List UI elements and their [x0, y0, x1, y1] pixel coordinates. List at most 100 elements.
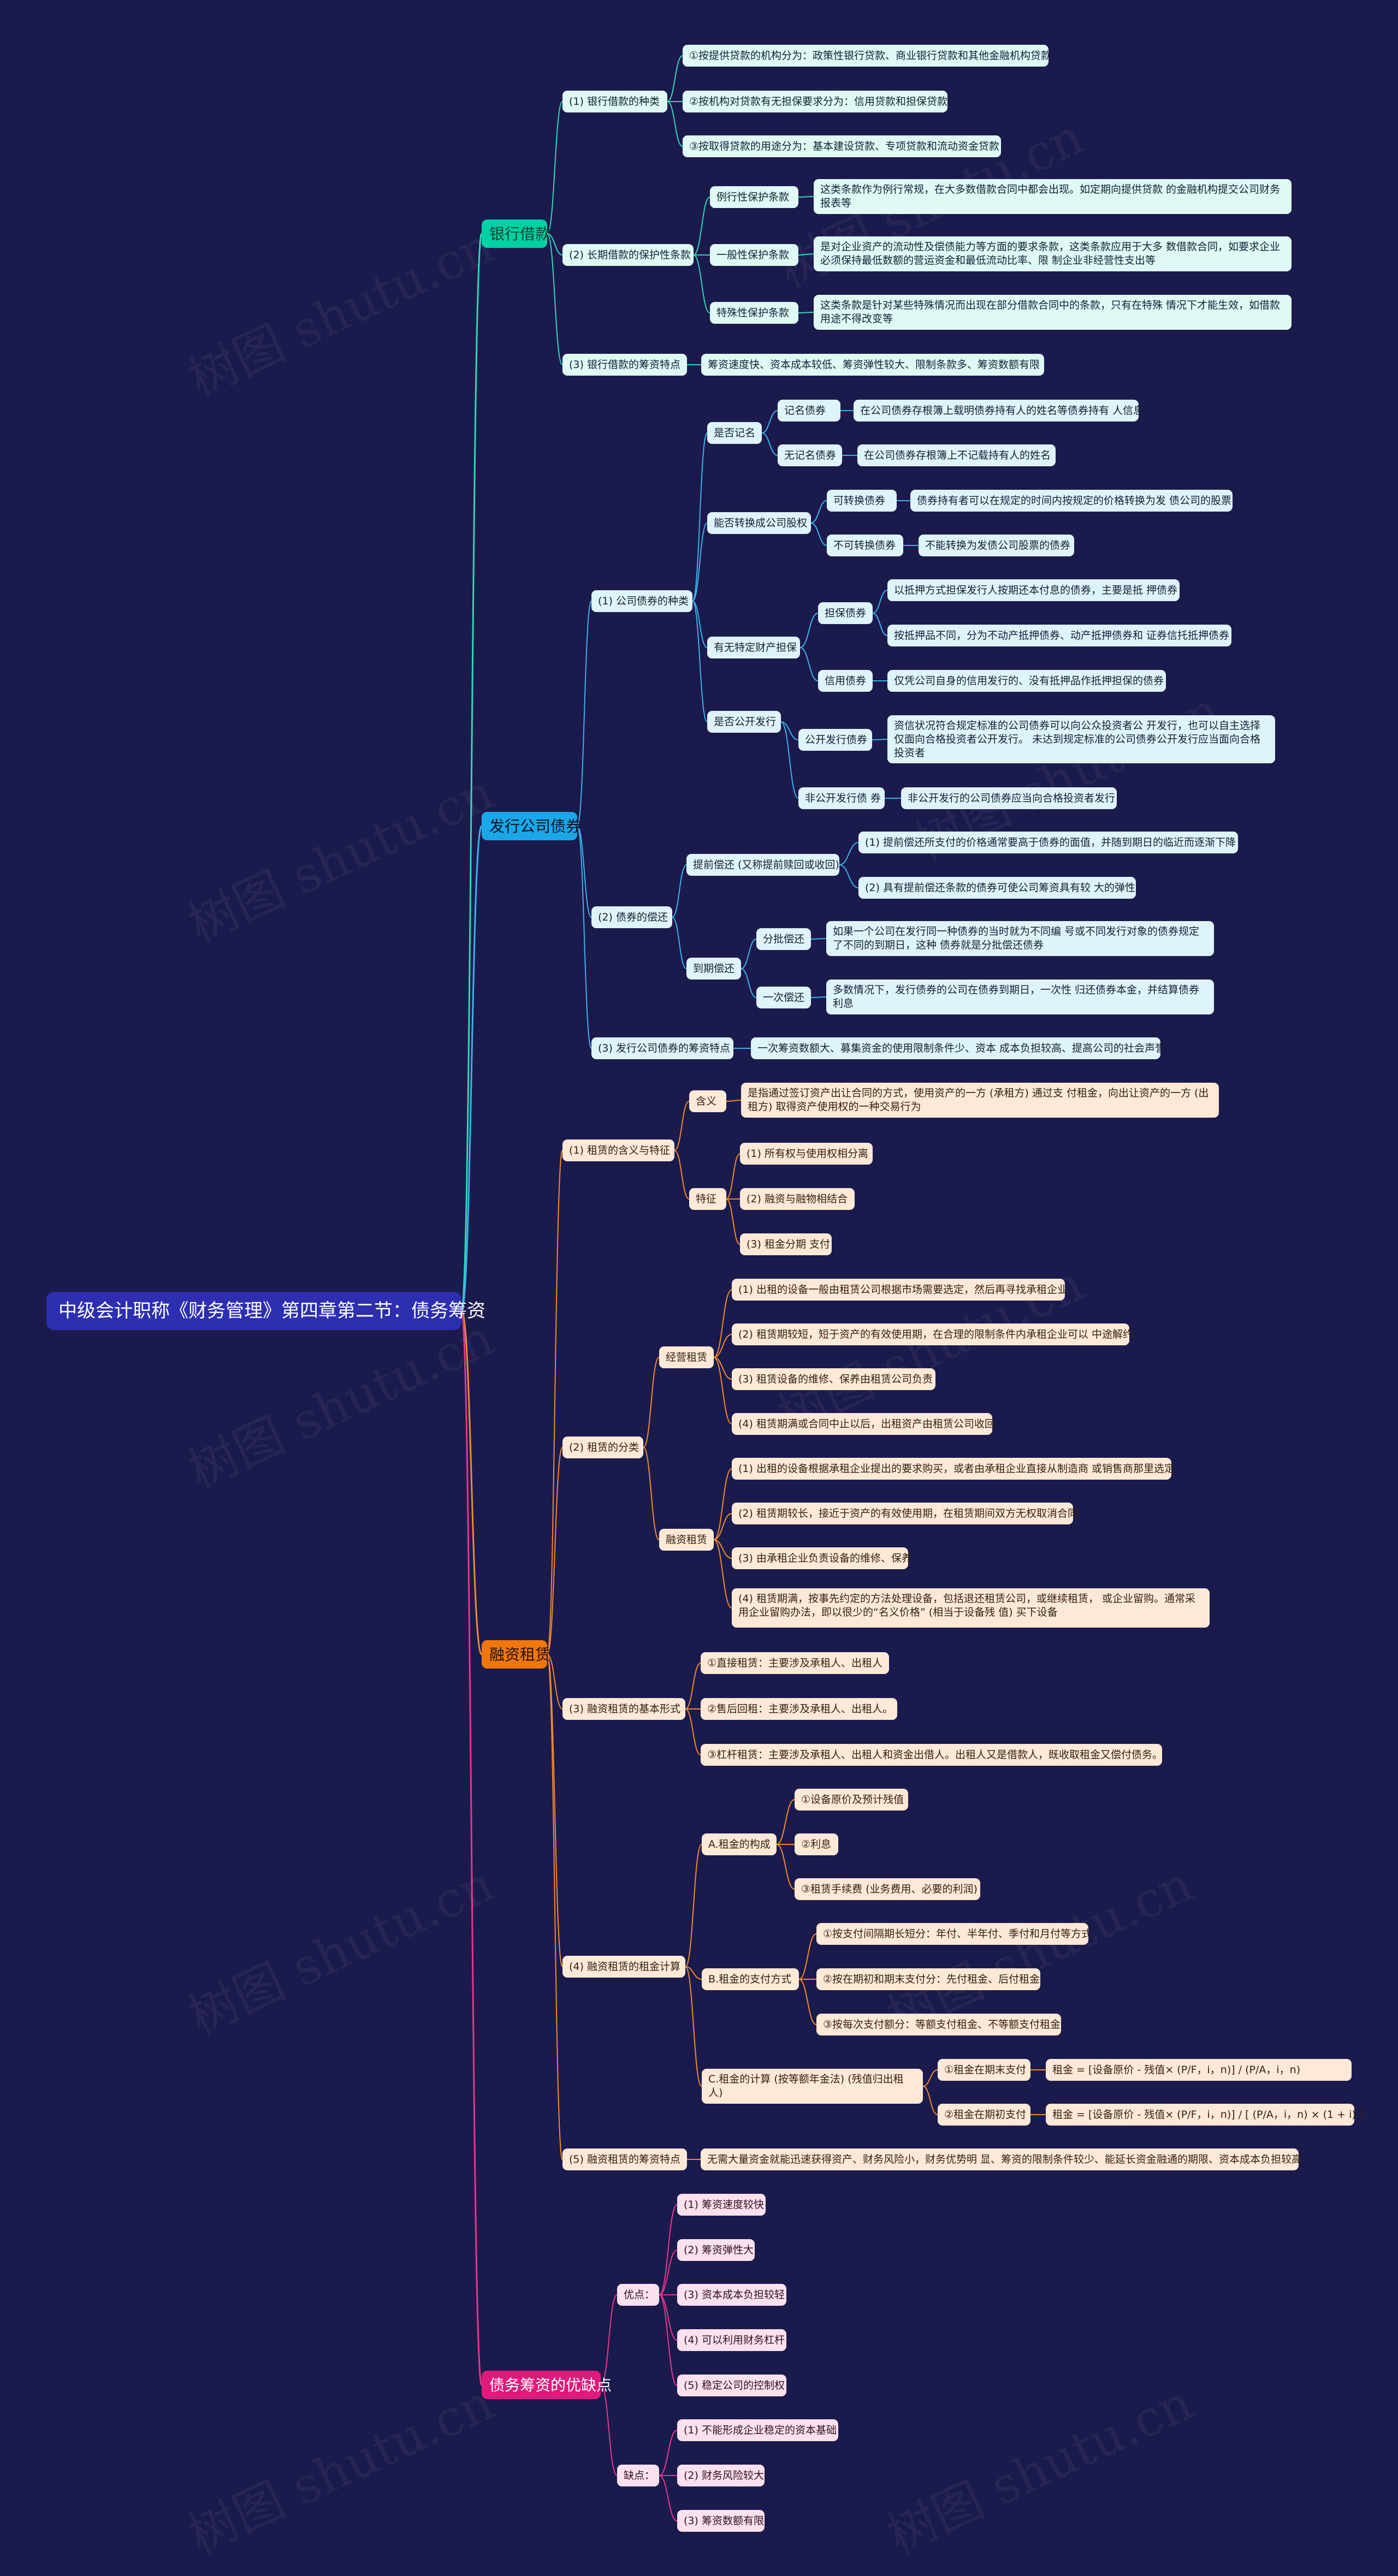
- bond-kind[interactable]: 无记名债券: [778, 444, 842, 466]
- leaf-item[interactable]: ②售后回租：主要涉及承租人、出租人。: [701, 1698, 897, 1720]
- leaf-item[interactable]: (1) 出租的设备一般由租赁公司根据市场需要选定，然后再寻找承租企业: [732, 1279, 1068, 1301]
- leaf-item[interactable]: (3) 由承租企业负责设备的维修、保养: [732, 1547, 912, 1569]
- topic-lease-features[interactable]: (5) 融资租赁的筹资特点: [562, 2148, 687, 2170]
- lease-kind[interactable]: 经营租赁: [659, 1346, 714, 1368]
- leaf-item[interactable]: (1) 提前偿还所支付的价格通常要高于债券的面值，并随到期日的临近而逐渐下降: [858, 832, 1238, 853]
- leaf-item[interactable]: ③按取得贷款的用途分为：基本建设贷款、专项贷款和流动资金贷款: [683, 135, 1001, 157]
- leaf-item[interactable]: (2) 融资与融物相结合: [740, 1188, 855, 1210]
- con-item[interactable]: (1) 不能形成企业稳定的资本基础: [677, 2419, 838, 2441]
- topic-bond-types[interactable]: (1) 公司债券的种类: [591, 590, 692, 612]
- leaf-item[interactable]: 多数情况下，发行债券的公司在债券到期日，一次性 归还债券本金，并结算债券利息: [826, 980, 1214, 1014]
- lease-aspect[interactable]: 含义: [689, 1090, 726, 1112]
- leaf-item[interactable]: ①直接租赁：主要涉及承租人、出租人: [701, 1652, 889, 1674]
- pro-item[interactable]: (3) 资本成本负担较轻: [677, 2284, 786, 2306]
- branch-corporate-bonds[interactable]: 发行公司债券: [482, 812, 581, 840]
- clause-type[interactable]: 一般性保护条款: [710, 244, 798, 266]
- root-topic[interactable]: 中级会计职称《财务管理》第四章第二节：债务筹资: [46, 1292, 485, 1330]
- bond-kind[interactable]: 担保债券: [818, 602, 873, 624]
- topic-lease-types[interactable]: (2) 租赁的分类: [562, 1437, 643, 1458]
- leaf-item[interactable]: 是指通过签订资产出让合同的方式，使用资产的一方 (承租方) 通过支 付租金，向出…: [741, 1083, 1219, 1118]
- leaf-item[interactable]: (3) 租金分期 支付: [740, 1233, 832, 1255]
- topic-bank-loan-features[interactable]: (3) 银行借款的筹资特点: [562, 354, 687, 376]
- con-item[interactable]: (3) 筹资数额有限: [677, 2510, 765, 2532]
- connector-line: [547, 101, 563, 234]
- leaf-item[interactable]: 在公司债券存根簿上载明债券持有人的姓名等债券持有 人信息: [854, 400, 1144, 422]
- pros-group[interactable]: 优点：: [617, 2284, 659, 2306]
- lease-kind[interactable]: 融资租赁: [659, 1529, 714, 1551]
- leaf-item[interactable]: 非公开发行的公司债券应当向合格投资者发行: [901, 787, 1117, 809]
- rent-section[interactable]: B.租金的支付方式: [702, 1968, 799, 1990]
- topic-protective-clauses[interactable]: (2) 长期借款的保护性条款: [562, 244, 694, 266]
- lease-aspect[interactable]: 特征: [689, 1188, 726, 1210]
- leaf-item[interactable]: (2) 租赁期较长，接近于资产的有效使用期，在租赁期间双方无权取消合同: [732, 1503, 1078, 1524]
- branch-bank-loan[interactable]: 银行借款: [482, 219, 550, 248]
- leaf-item[interactable]: ③按每次支付额分：等额支付租金、不等额支付租金: [816, 2014, 1061, 2035]
- leaf-item[interactable]: (1) 出租的设备根据承租企业提出的要求购买，或者由承租企业直接从制造商 或销售…: [732, 1458, 1175, 1480]
- leaf-item[interactable]: (1) 所有权与使用权相分离: [740, 1143, 873, 1165]
- formula[interactable]: 租金 = [设备原价 - 残值× (P/F，i，n)] / (P/A，i，n): [1046, 2059, 1352, 2081]
- pro-item[interactable]: (1) 筹资速度较快: [677, 2194, 766, 2216]
- topic-lease-forms[interactable]: (3) 融资租赁的基本形式: [562, 1698, 685, 1720]
- topic-bond-repayment[interactable]: (2) 债券的偿还: [591, 906, 672, 928]
- clause-type[interactable]: 特殊性保护条款: [710, 302, 798, 324]
- bond-kind[interactable]: 记名债券: [778, 400, 840, 422]
- pro-item[interactable]: (4) 可以利用财务杠杆: [677, 2329, 786, 2351]
- topic-bond-features[interactable]: (3) 发行公司债券的筹资特点: [591, 1037, 733, 1059]
- leaf-item[interactable]: 仅凭公司自身的信用发行的、没有抵押品作抵押担保的债券: [887, 670, 1166, 692]
- bond-kind[interactable]: 可转换债券: [827, 490, 897, 512]
- con-item[interactable]: (2) 财务风险较大: [677, 2465, 765, 2486]
- leaf-item[interactable]: ①按提供贷款的机构分为：政策性银行贷款、商业银行贷款和其他金融机构贷款: [683, 45, 1051, 67]
- leaf-item[interactable]: ②利息: [795, 1833, 838, 1855]
- leaf-item[interactable]: (2) 租赁期较短，短于资产的有效使用期，在合理的限制条件内承租企业可以 中途解…: [732, 1323, 1133, 1345]
- topic-rent-calculation[interactable]: (4) 融资租赁的租金计算: [562, 1956, 685, 1978]
- cons-group[interactable]: 缺点：: [617, 2465, 659, 2486]
- leaf-item[interactable]: ①设备原价及预计残值: [795, 1789, 908, 1811]
- pro-item[interactable]: (2) 筹资弹性大: [677, 2239, 755, 2261]
- leaf-item[interactable]: ③杠杆租赁：主要涉及承租人、出租人和资金出借人。出租人又是借款人，既收取租金又偿…: [701, 1744, 1163, 1766]
- repayment-type[interactable]: 到期偿还: [686, 958, 741, 980]
- leaf-item[interactable]: 在公司债券存根簿上不记载持有人的姓名: [857, 444, 1056, 466]
- bond-category[interactable]: 是否记名: [707, 422, 762, 444]
- rent-section[interactable]: A.租金的构成: [702, 1833, 777, 1855]
- leaf-item[interactable]: 如果一个公司在发行同一种债券的当时就为不同编 号或不同发行对象的债券规定了不同的…: [826, 921, 1214, 956]
- leaf-item[interactable]: ③租赁手续费 (业务费用、必要的利润): [795, 1878, 980, 1900]
- leaf-item[interactable]: (3) 租赁设备的维修、保养由租赁公司负责: [732, 1368, 935, 1390]
- rent-section[interactable]: C.租金的计算 (按等额年金法) (残值归出租人): [702, 2069, 923, 2104]
- bond-category[interactable]: 能否转换成公司股权: [707, 512, 811, 534]
- bond-category[interactable]: 有无特定财产担保: [707, 637, 800, 658]
- bond-kind[interactable]: 公开发行债券: [798, 729, 872, 751]
- topic-lease-meaning[interactable]: (1) 租赁的含义与特征: [562, 1139, 674, 1161]
- leaf-item[interactable]: 无需大量资金就能迅速获得资产、财务风险小，财务优势明 显、筹资的限制条件较少、能…: [701, 2148, 1302, 2170]
- rent-timing[interactable]: ②租金在期初支付: [938, 2104, 1030, 2126]
- leaf-item[interactable]: 以抵押方式担保发行人按期还本付息的债券，主要是抵 押债券: [887, 579, 1180, 601]
- leaf-item[interactable]: ②按机构对贷款有无担保要求分为：信用贷款和担保贷款: [683, 91, 947, 112]
- leaf-item[interactable]: ①按支付间隔期长短分：年付、半年付、季付和月付等方式: [816, 1923, 1092, 1945]
- leaf-item[interactable]: 是对企业资产的流动性及偿债能力等方面的要求条款，这类条款应用于大多 数借款合同，…: [814, 236, 1292, 271]
- bond-category[interactable]: 是否公开发行: [707, 711, 781, 733]
- repayment-type[interactable]: 提前偿还 (又称提前赎回或收回): [686, 854, 839, 876]
- leaf-item[interactable]: (4) 租赁期满，按事先约定的方法处理设备，包括退还租赁公司，或继续租赁， 或企…: [732, 1588, 1210, 1628]
- leaf-item[interactable]: 这类条款是针对某些特殊情况而出现在部分借款合同中的条款，只有在特殊 情况下才能生…: [814, 295, 1292, 330]
- leaf-item[interactable]: 不能转换为发债公司股票的债券: [919, 535, 1074, 556]
- leaf-item[interactable]: (4) 租赁期满或合同中止以后，出租资产由租赁公司收回: [732, 1413, 995, 1435]
- clause-type[interactable]: 例行性保护条款: [710, 186, 798, 208]
- repayment-method[interactable]: 分批偿还: [756, 928, 811, 950]
- rent-timing[interactable]: ①租金在期末支付: [938, 2059, 1030, 2081]
- leaf-item[interactable]: 按抵押品不同，分为不动产抵押债券、动产抵押债券和 证券信托抵押债券: [887, 625, 1231, 646]
- bond-kind[interactable]: 信用债券: [818, 670, 873, 692]
- leaf-item[interactable]: ②按在期初和期末支付分：先付租金、后付租金: [816, 1968, 1040, 1990]
- repayment-method[interactable]: 一次偿还: [756, 987, 811, 1008]
- bond-kind[interactable]: 非公开发行债 券: [798, 787, 885, 809]
- leaf-item[interactable]: 这类条款作为例行常规，在大多数借款合同中都会出现。如定期向提供贷款 的金融机构提…: [814, 179, 1292, 214]
- branch-debt-pros-cons[interactable]: 债务筹资的优缺点: [482, 2371, 612, 2399]
- leaf-item[interactable]: (2) 具有提前偿还条款的债券可使公司筹资具有较 大的弹性: [858, 877, 1136, 899]
- bond-kind[interactable]: 不可转换债券: [827, 535, 903, 556]
- leaf-item[interactable]: 债券持有者可以在规定的时间内按规定的价格转换为发 债公司的股票: [910, 490, 1233, 512]
- leaf-item[interactable]: 筹资速度快、资本成本较低、筹资弹性较大、限制条款多、筹资数额有限: [701, 354, 1044, 376]
- leaf-item[interactable]: 资信状况符合规定标准的公司债券可以向公众投资者公 开发行，也可以自主选择仅面向合…: [887, 715, 1275, 763]
- formula[interactable]: 租金 = [设备原价 - 残值× (P/F，i，n)] / [ (P/A，i，n…: [1046, 2104, 1363, 2126]
- pro-item[interactable]: (5) 稳定公司的控制权: [677, 2375, 786, 2396]
- leaf-item[interactable]: 一次筹资数额大、募集资金的使用限制条件少、资本 成本负担较高、提高公司的社会声誉: [751, 1037, 1165, 1059]
- topic-bank-loan-types[interactable]: (1) 银行借款的种类: [562, 91, 667, 112]
- branch-finance-lease[interactable]: 融资租赁: [482, 1640, 550, 1669]
